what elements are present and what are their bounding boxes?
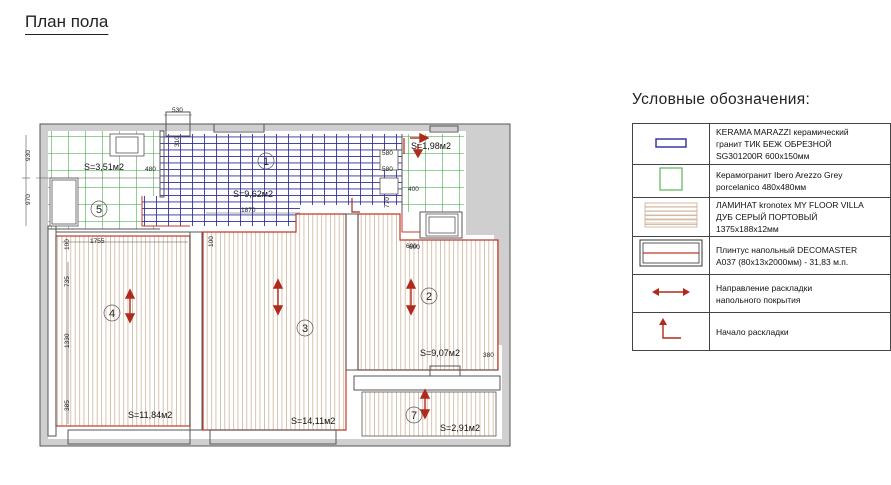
room-areas: S=9,62м2 S=9,07м2 S=14,11м2 S=11,84м2 S=… [84,141,480,433]
interior-walls [47,111,501,445]
room-s198-floor-ext [402,194,464,212]
dim-580b: 580 [382,166,393,173]
room-markers [90,152,438,424]
legend-text: Керамогранит Ibero Arezzo Grey [716,170,843,180]
legend-row: Начало раскладки [632,312,891,351]
dim-100b: 100 [208,236,215,247]
room-3-floor [202,213,347,431]
room-area-1: S=9,62м2 [233,189,273,199]
legend-row: ЛАМИНАТ kronotex MY FLOOR VILLA ДУБ СЕРЫ… [632,197,891,237]
legend-text: гранит ТИК БЕЖ ОБРЕЗНОЙ [716,139,832,149]
dim-1870: 1870 [241,207,256,214]
page-title: План пола [25,12,109,31]
corner-start-icon [659,318,681,339]
room-area-7: S=2,91м2 [440,423,480,433]
start-corners [351,138,405,213]
blue-tile-swatch-icon [655,138,687,148]
room-area-2: S=9,07м2 [420,348,460,358]
legend-text: ДУБ СЕРЫЙ ПОРТОВЫЙ [716,212,818,222]
legend-text: KERAMA MARAZZI керамический [716,127,849,137]
room-7-floor [361,391,497,437]
legend-row: Керамогранит Ibero Arezzo Grey porcelani… [632,164,891,198]
room-number-7: 7 [411,410,417,422]
dim-600b: 600 [406,243,417,250]
direction-arrows [124,132,431,420]
dim-380: 380 [483,352,494,359]
legend-title: Условные обозначения: [632,91,811,108]
legend-table: KERAMA MARAZZI керамический гранит ТИК Б… [632,123,891,351]
bathroom-fixtures [49,133,459,237]
skirting-lines [141,196,420,233]
dim-100a: 100 [64,239,71,250]
dim-930: 930 [25,150,32,161]
legend-text: SG301200R 600x150мм [716,151,810,161]
legend-text: ЛАМИНАТ kronotex MY FLOOR VILLA [716,200,864,210]
legend-text: porcelanico 480x480мм [716,182,807,192]
dimension-labels: 530 310 480 580 580 400 1870 770 600 175… [25,107,494,411]
dim-310: 310 [174,136,181,147]
legend-row: Направление раскладки напольного покрыти… [632,274,891,313]
hall-blue-floor [142,196,300,226]
room-area-bath: S=1,98м2 [411,141,451,151]
legend-text: 1375x188x12мм [716,224,779,234]
room-1-floor [160,134,402,212]
laminate-swatch-icon [644,202,698,227]
double-arrow-icon [652,287,690,296]
room-number-3: 3 [302,323,308,335]
room-numbers: 1 2 3 4 5 7 [96,156,432,422]
legend-row: Плинтус напольный DECOMASTER A037 (80x13… [632,236,891,275]
room-area-4: S=11,84м2 [128,410,172,420]
legend-text: Плинтус напольный DECOMASTER [716,244,858,255]
room-s198-floor [402,134,464,194]
legend-text: напольного покрытия [716,294,801,305]
room-number-2: 2 [426,291,432,303]
legend-row: KERAMA MARAZZI керамический гранит ТИК Б… [632,123,891,165]
dim-970: 970 [25,194,32,205]
dim-1755: 1755 [90,238,105,245]
room-area-5: S=3,51м2 [84,162,124,172]
skirting-swatch-icon [639,239,703,267]
legend-text: Начало раскладки [716,326,789,337]
dim-580a: 580 [382,150,393,157]
dim-385: 385 [64,400,71,411]
legend-text: A037 (80x13x2000мм) - 31,83 м.п. [716,256,849,267]
room-number-4: 4 [109,308,115,320]
dim-530: 530 [172,107,183,114]
dim-770: 770 [384,197,391,208]
room-number-5: 5 [96,204,102,216]
room-4-floor [55,235,191,427]
dim-400: 400 [408,186,419,193]
room-number-1: 1 [263,156,269,168]
dim-735: 735 [64,276,71,287]
dim-600: 600 [409,244,420,251]
green-tile-swatch-icon [659,166,683,191]
dimension-lines [22,114,300,424]
dim-480: 480 [145,166,156,173]
room-area-3: S=14,11м2 [291,416,335,426]
legend-text: Направление раскладки [716,282,813,293]
dim-1330: 1330 [64,333,71,348]
